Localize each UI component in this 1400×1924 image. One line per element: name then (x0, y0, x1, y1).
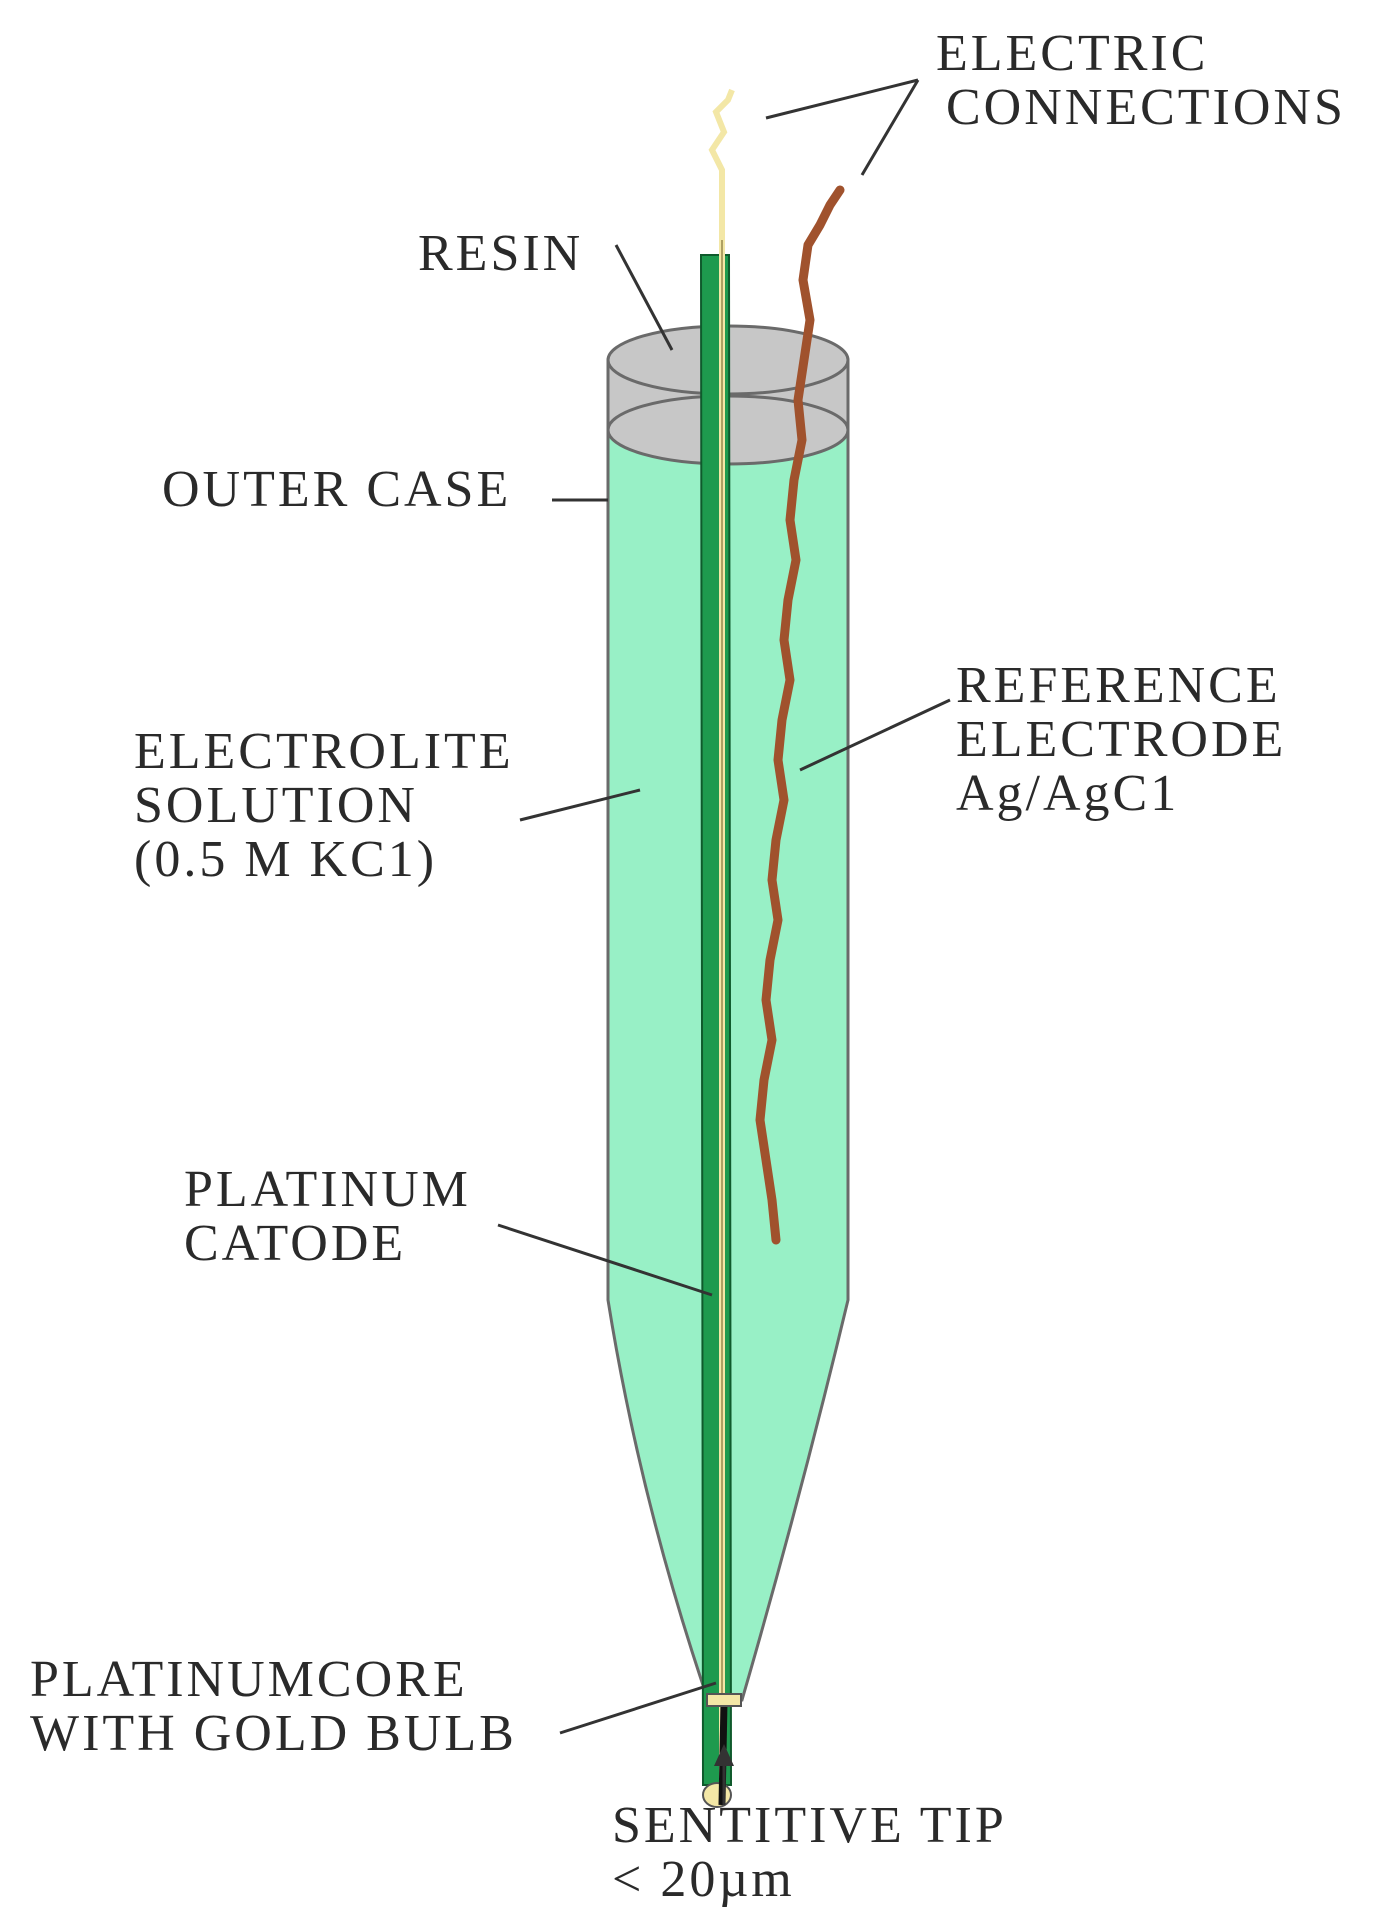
reference-electrode-line-2: ELECTRODE (956, 711, 1286, 768)
label-reference-electrode: REFERENCE ELECTRODE Ag/AgC1 (956, 657, 1302, 822)
electrolite-solution-line-2: SOLUTION (134, 777, 418, 834)
electric-connections-line-1: ELECTRIC (936, 25, 1208, 82)
label-electric-connections: ELECTRIC CONNECTIONS (936, 25, 1346, 136)
label-electrolite-solution: ELECTROLITE SOLUTION (0.5 M KC1) (134, 723, 530, 888)
platinum-catode-line-1: PLATINUM (184, 1161, 471, 1218)
sensitive-tip-marker (706, 1693, 742, 1707)
platinum-core-line-2: WITH GOLD BULB (30, 1705, 517, 1762)
electric-connections-line-2: CONNECTIONS (946, 79, 1346, 136)
label-resin: RESIN (418, 225, 583, 282)
reference-electrode-line-3: Ag/AgC1 (956, 765, 1179, 822)
sensitive-tip-line-1: SENTITIVE TIP (612, 1797, 1005, 1854)
leader-electric-connections-2 (860, 79, 920, 176)
electrolite-solution-line-3: (0.5 M KC1) (134, 831, 437, 888)
sensitive-tip-line-2: < 20µm (612, 1851, 795, 1908)
reference-electrode-line-1: REFERENCE (956, 657, 1281, 714)
leader-resin (614, 244, 674, 351)
reference-wire (755, 185, 845, 1245)
platinum-core-line-1: PLATINUMCORE (30, 1651, 468, 1708)
leader-platinum-catode (497, 1223, 713, 1297)
leader-platinum-core (559, 1681, 717, 1735)
electrolite-solution-line-1: ELECTROLITE (134, 723, 514, 780)
inner-tube (699, 254, 733, 1786)
leader-reference-electrode (799, 698, 951, 772)
label-platinum-core: PLATINUMCORE WITH GOLD BULB (30, 1651, 517, 1762)
catode-connection (708, 88, 735, 240)
leader-electrolite-solution (519, 788, 641, 822)
sensitive-tip-arrowhead (714, 1744, 734, 1766)
label-platinum-catode: PLATINUM CATODE (184, 1161, 487, 1272)
label-sensitive-tip: SENTITIVE TIP < 20µm (612, 1797, 1021, 1908)
leader-electric-connections-1 (765, 78, 919, 120)
platinum-catode-line-2: CATODE (184, 1215, 406, 1272)
label-outer-case: OUTER CASE (162, 461, 511, 518)
